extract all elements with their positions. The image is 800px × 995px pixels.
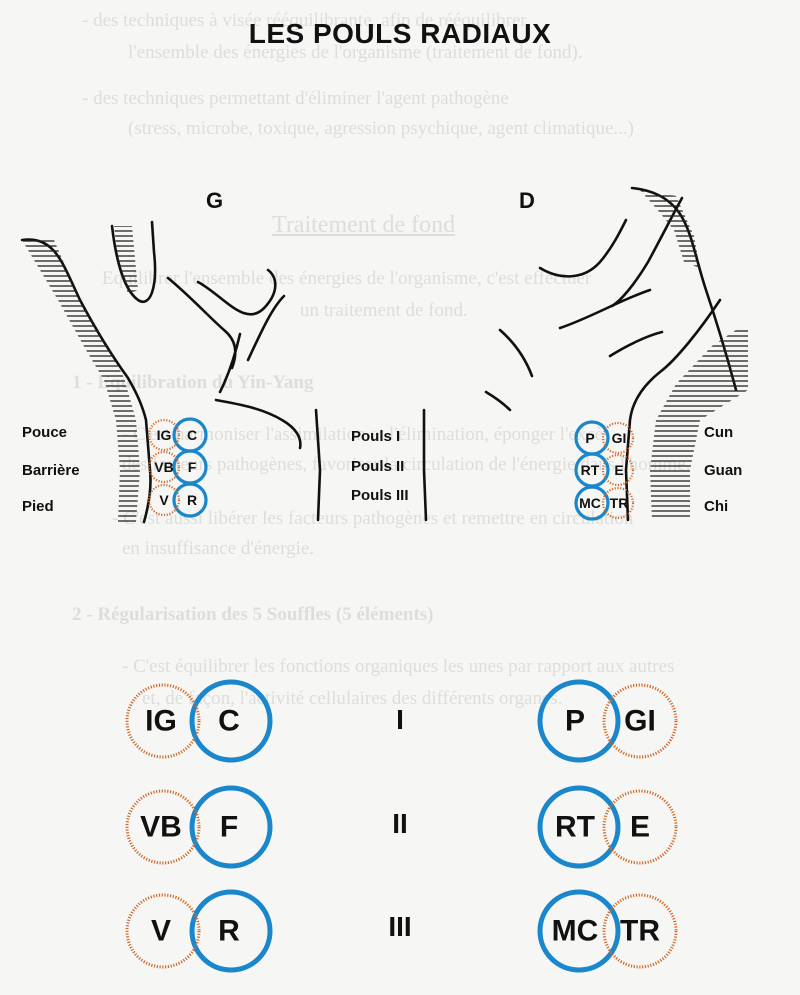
pulse-label: E (614, 462, 623, 478)
bg-line: - des techniques à visée rééquilibrante,… (82, 10, 527, 31)
pulse-label: VB (154, 459, 173, 475)
roman-3: III (388, 911, 412, 942)
pulse-circle-blue-large (189, 889, 273, 973)
label-chi: Chi (704, 498, 729, 515)
bg-line: des facteurs pathogènes, favoriser la ci… (122, 454, 691, 475)
pulse-label: C (187, 427, 197, 443)
label-pied: Pied (22, 498, 54, 515)
pulse-label: RT (581, 462, 600, 478)
pulse-label: F (188, 459, 197, 475)
pulse-circle-blue-large (537, 785, 621, 869)
pulse-circle-orange (147, 450, 181, 484)
pulse-circle-blue (574, 485, 610, 521)
label-pouls-1: Pouls I (351, 428, 401, 445)
side-label-left: G (206, 188, 224, 213)
label-pouce: Pouce (22, 424, 68, 441)
pulse-label: GI (612, 430, 627, 446)
pulse-circle-orange (601, 421, 635, 455)
pulse-circle-blue-large (537, 889, 621, 973)
bg-line: - des techniques permettant d'éliminer l… (82, 88, 509, 109)
page-title: LES POULS RADIAUX (248, 18, 552, 49)
label-guan: Guan (704, 462, 743, 479)
pulse-label: IG (157, 427, 172, 443)
bg-line: - C'est aussi libérer les facteurs patho… (112, 508, 634, 529)
pulse-circle-orange-large (125, 893, 201, 969)
side-label-right: D (519, 188, 535, 213)
hands-drawing (20, 186, 748, 524)
pulse-label-large: P (565, 705, 585, 738)
label-barriere: Barrière (22, 462, 80, 479)
small-pulse-diagram: IG C VB F V R P GI RT E MC TR (147, 417, 635, 521)
bg-line: - C'est harmoniser l'assimilation et l'é… (122, 424, 611, 445)
bg-line: l'ensemble des énergies de l'organisme (… (128, 42, 583, 63)
bg-heading: 2 - Régularisation des 5 Souffles (5 élé… (72, 604, 434, 625)
pulse-label: MC (579, 495, 601, 511)
pulse-circle-orange (601, 486, 635, 520)
pulse-circle-orange (601, 453, 635, 487)
bg-line: - C'est équilibrer les fonctions organiq… (122, 656, 675, 677)
pulse-circle-orange-large (602, 893, 678, 969)
bg-line: (stress, microbe, toxique, agression psy… (128, 118, 635, 139)
pulse-circle-blue-large (537, 679, 621, 763)
pulse-label-large: GI (624, 705, 656, 738)
pulse-circle-orange (147, 418, 181, 452)
pulse-label-large: E (630, 811, 650, 844)
pulse-circle-orange-large (125, 789, 201, 865)
pulse-label: V (159, 492, 169, 508)
bg-line: et, de façon, l'activité cellulaires des… (142, 688, 563, 709)
pulse-circle-orange-large (602, 789, 678, 865)
bg-line: un traitement de fond. (300, 300, 468, 321)
pulse-circle-blue-large (189, 785, 273, 869)
pulse-label-large: R (218, 915, 240, 948)
pulse-label-large: TR (620, 915, 660, 948)
pulse-label-large: C (218, 705, 240, 738)
pulse-label-large: VB (140, 811, 182, 844)
label-pouls-3: Pouls III (351, 487, 409, 504)
pulse-circle-orange-large (125, 683, 201, 759)
pulse-label-large: F (220, 811, 238, 844)
bg-line: en insuffisance d'énergie. (122, 538, 315, 559)
pulse-circle-blue (172, 482, 208, 518)
pulse-label-large: RT (555, 811, 595, 844)
pulse-label-large: MC (552, 915, 599, 948)
pulse-label: TR (610, 495, 629, 511)
pulse-label-large: IG (145, 705, 177, 738)
label-pouls-2: Pouls II (351, 458, 405, 475)
pulse-circle-blue-large (189, 679, 273, 763)
bg-heading: Traitement de fond (272, 212, 456, 238)
pulse-label: P (585, 430, 594, 446)
roman-1: I (396, 704, 404, 735)
pulse-circle-orange (147, 483, 181, 517)
pulse-label-large: V (151, 915, 171, 948)
pulse-circle-orange-large (602, 683, 678, 759)
pulse-label: R (187, 492, 197, 508)
label-cun: Cun (704, 424, 734, 441)
bg-line: Equilibrer l'ensemble des énergies de l'… (102, 268, 592, 289)
roman-2: II (392, 808, 408, 839)
